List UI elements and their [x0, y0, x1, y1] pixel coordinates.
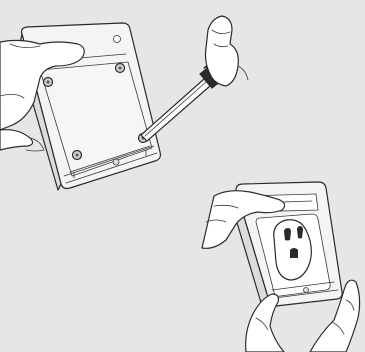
indicator-dot — [113, 159, 119, 165]
hand-icon — [246, 294, 284, 352]
step-2-mount-plate — [202, 182, 360, 352]
power-outlet-icon — [274, 220, 312, 280]
screw-icon — [73, 151, 82, 160]
step-1-remove-screws — [0, 16, 248, 190]
corner-hole — [114, 36, 121, 43]
indicator-dot — [304, 288, 309, 293]
hand-icon — [206, 16, 249, 86]
screw-icon — [44, 78, 53, 87]
socket-ground — [290, 248, 298, 258]
socket-hole — [284, 228, 291, 241]
socket-hole — [297, 226, 303, 239]
screw-icon — [116, 64, 125, 73]
